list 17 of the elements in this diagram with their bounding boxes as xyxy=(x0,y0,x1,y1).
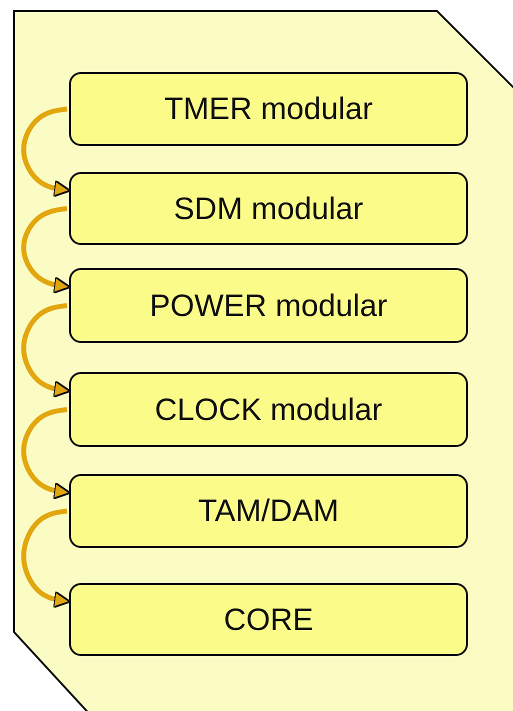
module-label: POWER modular xyxy=(150,288,388,324)
module-box xyxy=(69,372,468,447)
module-box xyxy=(69,583,468,656)
module-label: CORE xyxy=(224,602,314,638)
curved-arrow xyxy=(21,508,72,608)
module-label: TAM/DAM xyxy=(198,493,339,529)
module-label: TMER modular xyxy=(164,91,373,127)
module-box xyxy=(69,268,468,343)
module-box xyxy=(69,172,468,245)
module-label: SDM modular xyxy=(174,190,364,226)
curved-arrow xyxy=(21,206,72,294)
curved-arrow xyxy=(21,303,72,398)
curved-arrow xyxy=(21,407,72,500)
module-label: CLOCK modular xyxy=(154,392,382,428)
module-box xyxy=(69,72,468,146)
module-box xyxy=(69,474,468,548)
curved-arrow xyxy=(21,106,72,198)
